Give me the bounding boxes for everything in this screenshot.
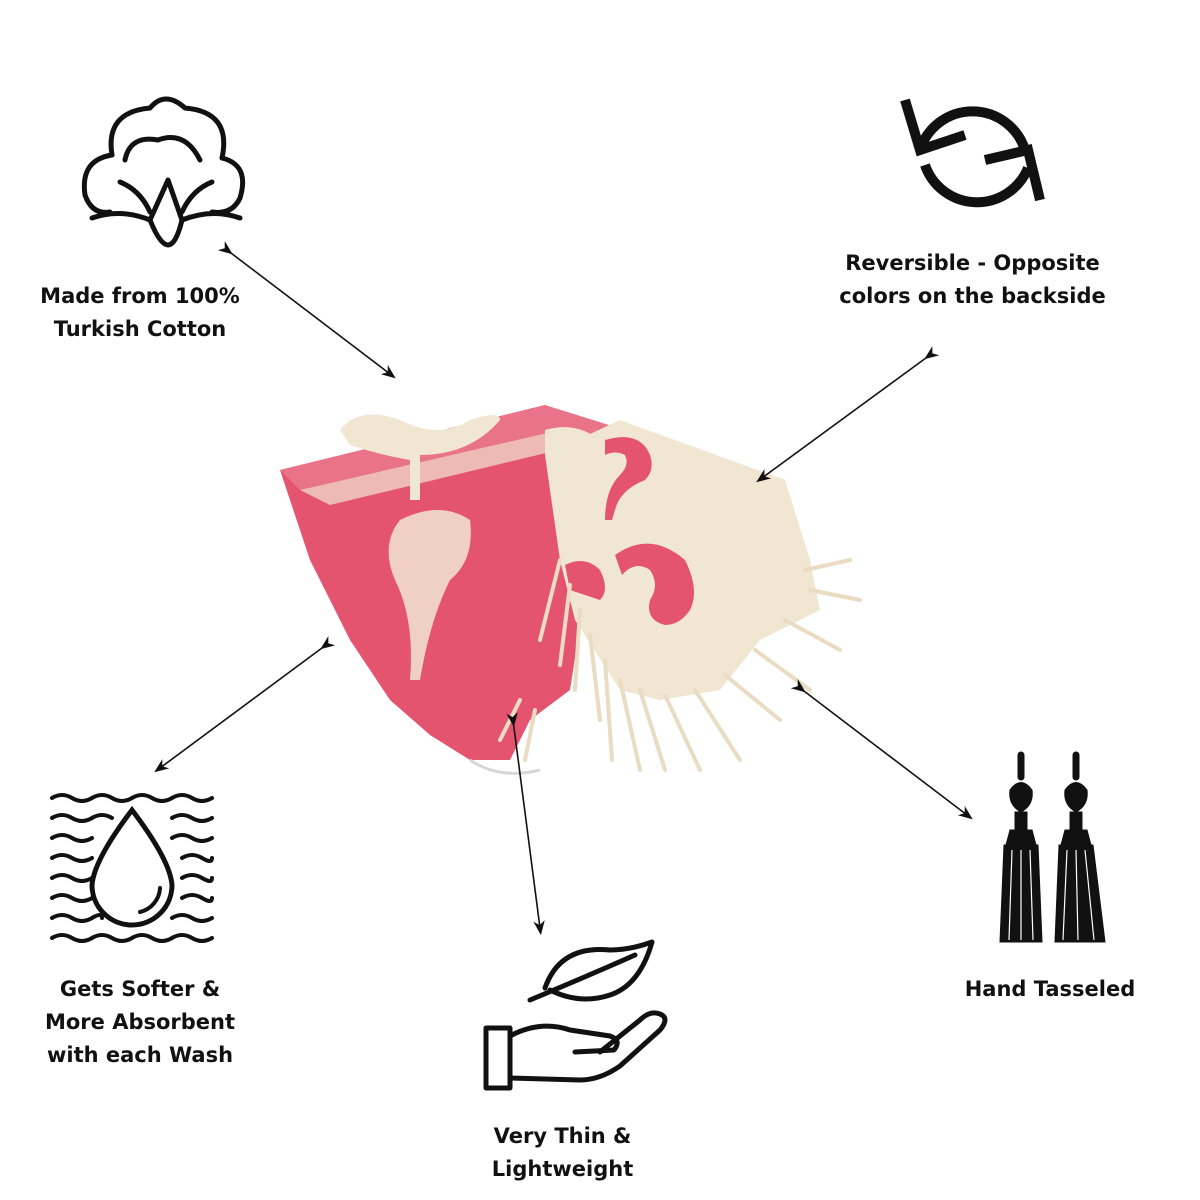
reversible-feature-label: Reversible - Opposite colors on the back… [815, 247, 1130, 313]
absorbent-label-line-2: More Absorbent [44, 1010, 236, 1034]
cotton-connector [217, 241, 396, 379]
connector-arrows [154, 241, 973, 936]
cotton-label-line-2: Turkish Cotton [53, 317, 227, 341]
cotton-flower-icon [81, 96, 246, 248]
reversible-label-line-2: colors on the backside [839, 284, 1106, 308]
cotton-feature-label: Made from 100% Turkish Cotton [20, 280, 260, 346]
lightweight-connector [506, 712, 545, 936]
tassels-icon [999, 751, 1106, 943]
absorbent-feature-label: Gets Softer & More Absorbent with each W… [20, 973, 260, 1072]
refresh-arrows-icon [900, 98, 1045, 208]
absorbent-connector [154, 636, 336, 773]
absorbent-label-line-1: Gets Softer & [59, 977, 221, 1001]
lightweight-label-line-1: Very Thin & [493, 1124, 632, 1148]
flamingo-towel-image [280, 405, 862, 775]
tasseled-label-line-1: Hand Tasseled [964, 977, 1136, 1001]
absorbent-label-line-3: with each Wash [46, 1043, 234, 1067]
cotton-label-line-1: Made from 100% [40, 284, 240, 308]
reversible-connector [756, 346, 940, 483]
lightweight-feature-label: Very Thin & Lightweight [450, 1120, 675, 1186]
lightweight-label-line-2: Lightweight [491, 1157, 634, 1181]
tasseled-feature-label: Hand Tasseled [945, 973, 1155, 1006]
tasseled-connector [790, 679, 973, 820]
reversible-label-line-1: Reversible - Opposite [845, 251, 1100, 275]
leaf-in-hand-icon [483, 939, 668, 1091]
water-drop-waves-icon [50, 793, 214, 943]
